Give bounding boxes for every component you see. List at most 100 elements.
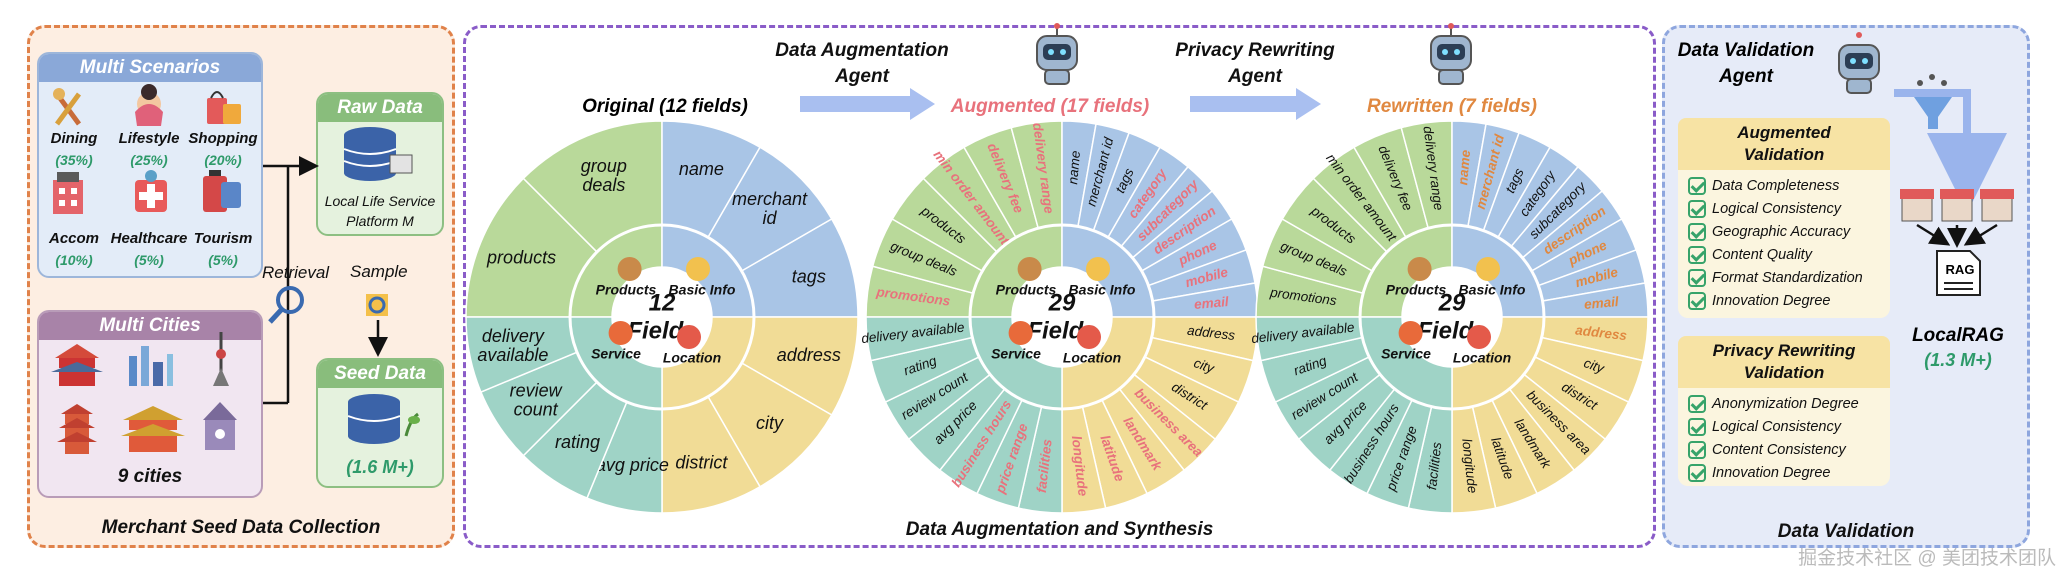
location-pin-icon xyxy=(677,325,701,349)
ring-divider xyxy=(568,223,756,411)
category-label: Basic Info xyxy=(1069,282,1136,298)
location-pin-icon xyxy=(1467,325,1491,349)
multi-scenarios-box: Multi Scenarios xyxy=(37,52,263,278)
category-label: Products xyxy=(596,282,657,298)
seed-data-count: (1.6 M+) xyxy=(346,457,414,477)
healthcare-icon xyxy=(135,170,167,212)
raw-data-header: Raw Data xyxy=(318,94,442,122)
check-icon xyxy=(1688,440,1706,459)
robot-icon xyxy=(1036,23,1078,85)
aug-arrow-icon xyxy=(800,88,935,120)
field-label: review xyxy=(510,381,563,401)
database-icon xyxy=(343,127,413,181)
category-label: Service xyxy=(1381,346,1431,362)
field-label: address xyxy=(1575,323,1629,344)
field-label: facilities xyxy=(1424,441,1444,491)
shop-icon xyxy=(1980,189,2014,222)
field-label: name xyxy=(1455,149,1473,186)
shop-icon xyxy=(1940,189,1974,222)
augmented-validation-header1: Augmented xyxy=(1737,123,1831,142)
dining-icon xyxy=(53,88,82,126)
palace-icon xyxy=(203,402,237,450)
localrag-count: (1.3 M+) xyxy=(1924,350,1992,370)
field-label: count xyxy=(514,400,559,420)
localrag-label: LocalRAG xyxy=(1912,325,2004,346)
pagoda-icon xyxy=(57,404,97,454)
field-label: email xyxy=(1193,294,1229,312)
category-label: Products xyxy=(996,282,1057,298)
check-icon xyxy=(1688,176,1706,195)
field-label: district xyxy=(675,453,728,473)
robot-icon xyxy=(1430,23,1472,85)
retrieval-label: Retrieval xyxy=(262,263,330,282)
field-label: merchant xyxy=(732,189,808,209)
validation-item: Content Consistency xyxy=(1678,438,1890,461)
shop-icon xyxy=(1900,189,1934,222)
scenario-shopping-label: Shopping xyxy=(188,130,258,147)
products-icon xyxy=(1017,257,1042,281)
raw-data-line2: Platform M xyxy=(346,213,414,229)
field-label: longitude xyxy=(1069,435,1091,498)
scenario-tourism-label: Tourism xyxy=(193,230,253,247)
scenario-accom-pct: (10%) xyxy=(55,252,93,268)
delivery-scooter-icon xyxy=(1008,321,1033,345)
field-label: rating xyxy=(555,432,600,452)
scenario-shopping-pct: (20%) xyxy=(204,152,242,168)
validation-item: Geographic Accuracy xyxy=(1678,220,1890,243)
check-icon xyxy=(1688,417,1706,436)
watermark: 掘金技术社区 @ 美团技术团队 xyxy=(1798,548,2056,569)
robot-icon xyxy=(1838,32,1880,94)
field-label: facilities xyxy=(1034,438,1055,494)
delivery-scooter-icon xyxy=(608,321,633,345)
scenario-tourism-pct: (5%) xyxy=(208,252,238,268)
seed-collection-title: Merchant Seed Data Collection xyxy=(101,517,381,538)
rag-label: RAG xyxy=(1945,262,1975,277)
delivery-scooter-icon xyxy=(1398,321,1423,345)
left-connectors xyxy=(263,156,388,405)
funnel-icon xyxy=(1914,74,1952,129)
wheel-rewritten-title: Rewritten (7 fields) xyxy=(1367,96,1537,117)
validation-item: Innovation Degree xyxy=(1678,461,1890,484)
field-label: city xyxy=(1582,355,1607,376)
info-icon xyxy=(1476,257,1500,281)
privacy-agent-line2: Agent xyxy=(1228,66,1282,87)
rag-graphic xyxy=(1838,32,2014,296)
check-icon xyxy=(1688,222,1706,241)
raw-data-box: Raw Data xyxy=(316,92,444,236)
scenario-lifestyle-pct: (25%) xyxy=(130,152,168,168)
wheel-original-title: Original (12 fields) xyxy=(582,96,748,117)
validation-item: Logical Consistency xyxy=(1678,415,1890,438)
seed-database-icon xyxy=(347,394,420,444)
city-landmarks xyxy=(51,332,237,454)
aug-agent-line1: Data Augmentation xyxy=(775,40,949,61)
multi-cities-header: Multi Cities xyxy=(39,312,261,340)
privacy-validation-header2: Validation xyxy=(1743,363,1825,382)
validation-item: Innovation Degree xyxy=(1678,289,1890,312)
scenario-healthcare-label: Healthcare xyxy=(110,230,188,247)
field-label: group xyxy=(581,156,627,176)
temple-icon xyxy=(51,344,103,386)
validation-agent-line1: Data Validation xyxy=(1677,40,1815,61)
category-label: Products xyxy=(1386,282,1447,298)
wheel-augmented-title: Augmented (17 fields) xyxy=(950,96,1150,117)
field-label: tags xyxy=(792,266,826,286)
augmentation-title: Data Augmentation and Synthesis xyxy=(905,519,1214,540)
ring-divider xyxy=(968,223,1156,411)
magnifier-icon xyxy=(268,286,304,324)
scenario-healthcare-pct: (5%) xyxy=(134,252,164,268)
privacy-agent-line1: Privacy Rewriting xyxy=(1175,40,1335,61)
category-label: Service xyxy=(991,346,1041,362)
field-label: id xyxy=(762,208,777,228)
check-icon xyxy=(1688,394,1706,413)
wheel-center-count: 29 xyxy=(1438,289,1466,316)
privacy-validation-header1: Privacy Rewriting xyxy=(1712,341,1856,360)
field-label: available xyxy=(477,345,548,365)
products-icon xyxy=(1407,257,1432,281)
scenario-lifestyle-label: Lifestyle xyxy=(118,130,180,147)
aug-agent-line2: Agent xyxy=(835,66,889,87)
category-label: Location xyxy=(1453,350,1511,366)
scenario-dining-pct: (35%) xyxy=(55,152,93,168)
